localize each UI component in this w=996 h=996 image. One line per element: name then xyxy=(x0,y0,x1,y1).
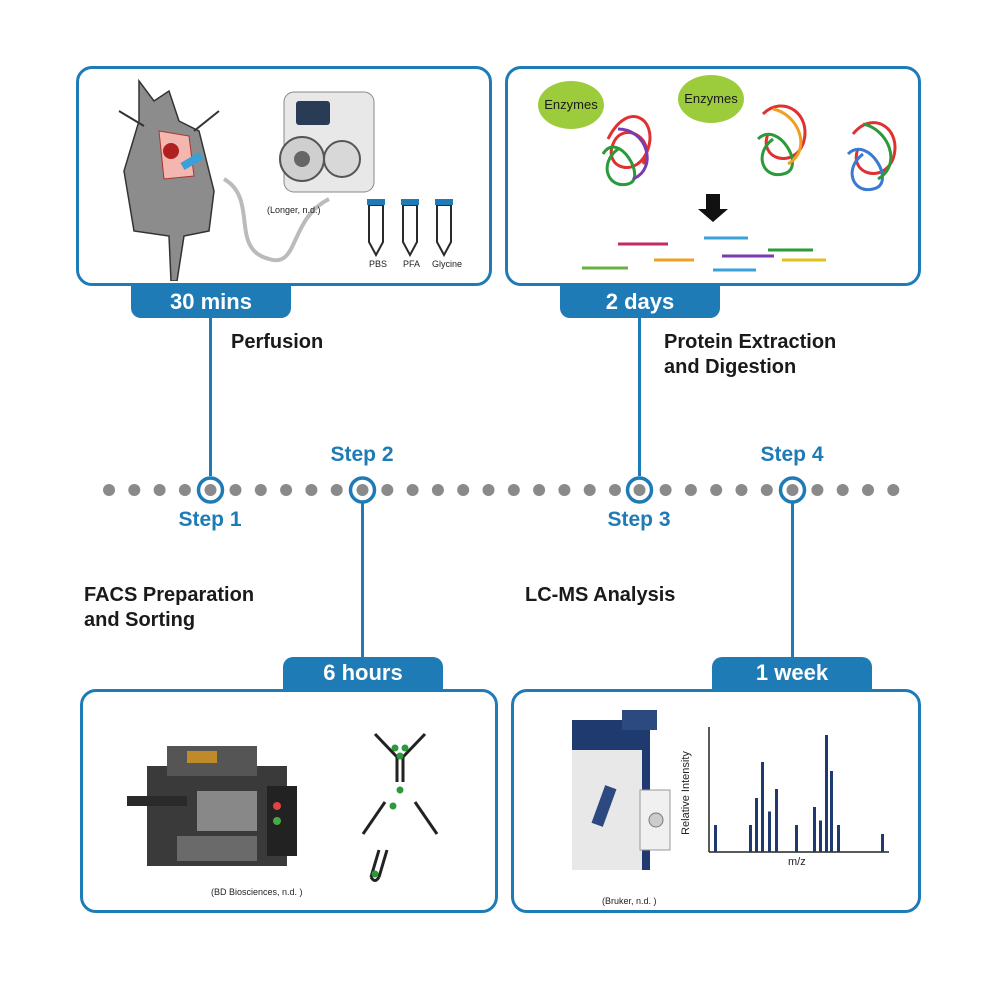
tube-icons xyxy=(367,199,453,258)
timeline-node-step2 xyxy=(348,476,377,504)
duration-tab-step4: 1 week xyxy=(712,657,872,689)
timeline-node-step4 xyxy=(778,476,807,504)
timeline-dot xyxy=(735,484,748,496)
step2-label: Step 2 xyxy=(330,443,394,466)
timeline-dot xyxy=(710,484,723,496)
spectrum-peak xyxy=(837,825,840,852)
step4-label: Step 4 xyxy=(760,443,824,466)
timeline-dot xyxy=(406,484,419,496)
timeline-dot xyxy=(533,484,546,496)
timeline-dot xyxy=(887,484,900,496)
step2-title: FACS Preparation and Sorting xyxy=(84,584,255,631)
timeline-dot xyxy=(229,484,242,496)
timeline-dot xyxy=(507,484,520,496)
spectrum-peak xyxy=(761,762,764,852)
enzyme-badge-2: Enzymes xyxy=(678,75,744,123)
timeline-dot xyxy=(609,484,621,496)
spectrum-peak xyxy=(813,807,816,852)
connector-step1 xyxy=(209,318,212,476)
tubing xyxy=(222,177,330,263)
spectrum-peak xyxy=(825,735,828,852)
timeline-dot xyxy=(558,484,571,496)
timeline-dot xyxy=(153,484,166,496)
tube-label-pbs: PBS xyxy=(369,259,388,269)
mouse-illustration xyxy=(118,78,220,281)
lcms-credit: (Bruker, n.d. ) xyxy=(602,896,657,906)
digestion-panel: Enzymes Enzymes xyxy=(505,66,921,286)
timeline-dot xyxy=(330,484,343,496)
spectrum-peak xyxy=(775,789,778,852)
timeline-dot xyxy=(659,484,672,496)
step1-title: Perfusion xyxy=(231,331,324,353)
spectrum-peak xyxy=(795,825,798,852)
connector-step4 xyxy=(791,503,794,657)
spectrum-ylabel: Relative Intensity xyxy=(679,751,692,835)
facs-sorter-machine xyxy=(127,746,297,866)
protein-structures xyxy=(582,104,897,272)
timeline-dot xyxy=(684,484,697,496)
timeline-dot xyxy=(457,484,470,496)
spectrum-peak xyxy=(714,825,717,852)
timeline-dot xyxy=(103,484,115,496)
connector-step3 xyxy=(638,318,641,476)
duration-tab-step1: 30 mins xyxy=(131,286,291,318)
timeline-dot xyxy=(305,484,318,496)
facs-panel: (BD Biosciences, n.d. ) xyxy=(80,689,498,913)
spectrum-peak xyxy=(755,798,758,852)
spectrum-peak xyxy=(830,771,833,852)
connector-step2 xyxy=(361,503,364,657)
step4-title: LC-MS Analysis xyxy=(525,584,676,606)
duration-tab-step3: 2 days xyxy=(560,286,720,318)
timeline-node-step3 xyxy=(625,476,654,504)
facs-credit: (BD Biosciences, n.d. ) xyxy=(211,887,303,897)
lcms-panel: (Bruker, n.d. ) Relative Intensity m/z xyxy=(511,689,921,913)
timeline-dot xyxy=(128,484,141,496)
step3-title: Protein Extraction and Digestion xyxy=(664,331,837,378)
spectrum-peak xyxy=(819,820,822,852)
timeline-dot xyxy=(381,484,394,496)
tube-label-pfa: PFA xyxy=(403,259,421,269)
enzyme-badge-1: Enzymes xyxy=(538,81,604,129)
timeline-dot xyxy=(760,484,773,496)
timeline-dot xyxy=(178,484,191,496)
timeline-dot xyxy=(583,484,596,496)
mass-spectrometer xyxy=(572,710,671,870)
spectrum-xlabel: m/z xyxy=(788,856,806,868)
timeline-dot xyxy=(254,484,267,496)
sorting-schematic xyxy=(361,732,439,882)
spectrum-chart xyxy=(708,727,889,853)
timeline-dot xyxy=(482,484,495,496)
timeline xyxy=(103,476,900,504)
spectrum-peak xyxy=(768,811,771,852)
timeline-dot xyxy=(862,484,874,496)
step3-label: Step 3 xyxy=(607,508,671,531)
duration-tab-step2: 6 hours xyxy=(283,657,443,689)
spectrum-peak xyxy=(749,825,752,852)
tube-label-glycine: Glycine xyxy=(432,259,463,269)
spectrum-peak xyxy=(881,834,884,852)
timeline-node-step1 xyxy=(196,476,225,504)
perfusion-credit: (Longer, n.d.) xyxy=(267,205,321,215)
perfusion-panel: (Longer, n.d.) PBS PFA Glycine xyxy=(76,66,492,286)
timeline-dot xyxy=(836,484,849,496)
step1-label: Step 1 xyxy=(178,508,242,531)
timeline-dot xyxy=(280,484,293,496)
peristaltic-pump xyxy=(279,91,375,193)
timeline-dot xyxy=(431,484,444,496)
timeline-dot xyxy=(811,484,824,496)
